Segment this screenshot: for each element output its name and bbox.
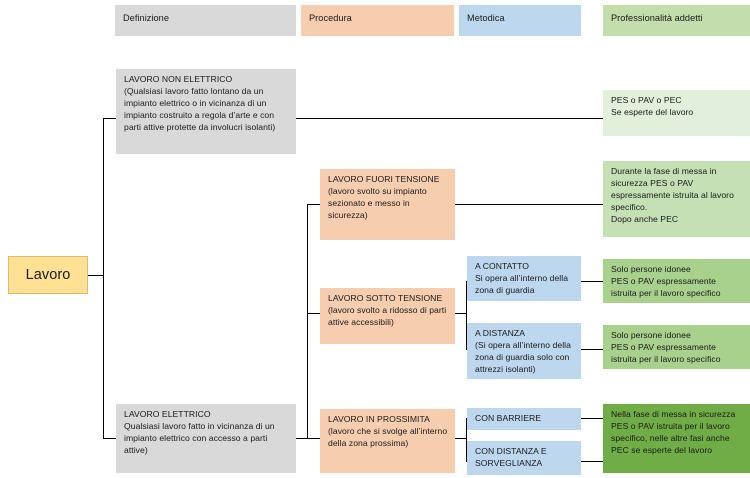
node-a-contatto[interactable]: A CONTATTO Si opera all’interno della zo… (467, 256, 581, 301)
node-lavoro-sotto-tensione[interactable]: LAVORO SOTTO TENSIONE (lavoro svolto a r… (320, 288, 455, 344)
connector-sotto-tensione-trunk (466, 281, 467, 349)
connector-fuori-tensione-to-prof (455, 204, 603, 205)
connector-to-sotto-tensione (307, 313, 320, 314)
node-lavoro-elettrico[interactable]: LAVORO ELETTRICO Qualsiasi lavoro fatto … (116, 404, 296, 473)
connector-elettrico-trunk (307, 204, 308, 439)
column-header-procedura: Procedura (301, 5, 454, 36)
connector-prossimita-stub (455, 438, 467, 439)
connector-root-trunk (103, 118, 104, 439)
node-prof-a-distanza[interactable]: Solo persone idonee PES o PAV espressame… (603, 325, 750, 369)
node-con-barriere[interactable]: CON BARRIERE (467, 408, 581, 430)
column-header-professionalita: Professionalità addetti (603, 5, 750, 36)
node-a-distanza[interactable]: A DISTANZA (Si opera all’interno della z… (467, 323, 581, 379)
node-lavoro-root[interactable]: Lavoro (8, 256, 88, 294)
node-lavoro-in-prossimita[interactable]: LAVORO IN PROSSIMITA (lavoro che si svol… (320, 409, 455, 473)
node-con-distanza-sorveglianza[interactable]: CON DISTANZA E SORVEGLIANZA (467, 441, 581, 475)
connector-a-contatto-to-prof (581, 281, 603, 282)
node-prof-a-contatto[interactable]: Solo persone idonee PES o PAV espressame… (603, 259, 750, 303)
connector-con-barriere-to-prof (581, 418, 603, 419)
node-prof-non-elettrico[interactable]: PES o PAV o PEC Se esperte del lavoro (603, 90, 750, 136)
column-header-metodica: Metodica (459, 5, 581, 36)
connector-to-prossimita (307, 438, 320, 439)
connector-con-distanza-to-prof (581, 461, 603, 462)
node-lavoro-fuori-tensione[interactable]: LAVORO FUORI TENSIONE (lavoro svolto su … (320, 169, 455, 240)
connector-to-fuori-tensione (307, 204, 320, 205)
connector-to-non-elettrico (103, 118, 116, 119)
node-lavoro-non-elettrico[interactable]: LAVORO NON ELETTRICO (Qualsiasi lavoro f… (116, 69, 296, 154)
node-prof-prossimita[interactable]: Nella fase di messa in sicurezza PES o P… (603, 404, 750, 473)
connector-prossimita-trunk (466, 418, 467, 461)
connector-a-distanza-to-prof (581, 349, 603, 350)
connector-elettrico-stub (296, 438, 308, 439)
column-header-definizione: Definizione (115, 5, 296, 36)
node-prof-fuori-tensione[interactable]: Durante la fase di messa in sicurezza PE… (603, 161, 750, 237)
connector-sotto-tensione-stub (455, 313, 467, 314)
connector-root-stub (88, 275, 104, 276)
connector-non-elettrico-to-prof (296, 118, 603, 119)
connector-to-elettrico (103, 438, 116, 439)
